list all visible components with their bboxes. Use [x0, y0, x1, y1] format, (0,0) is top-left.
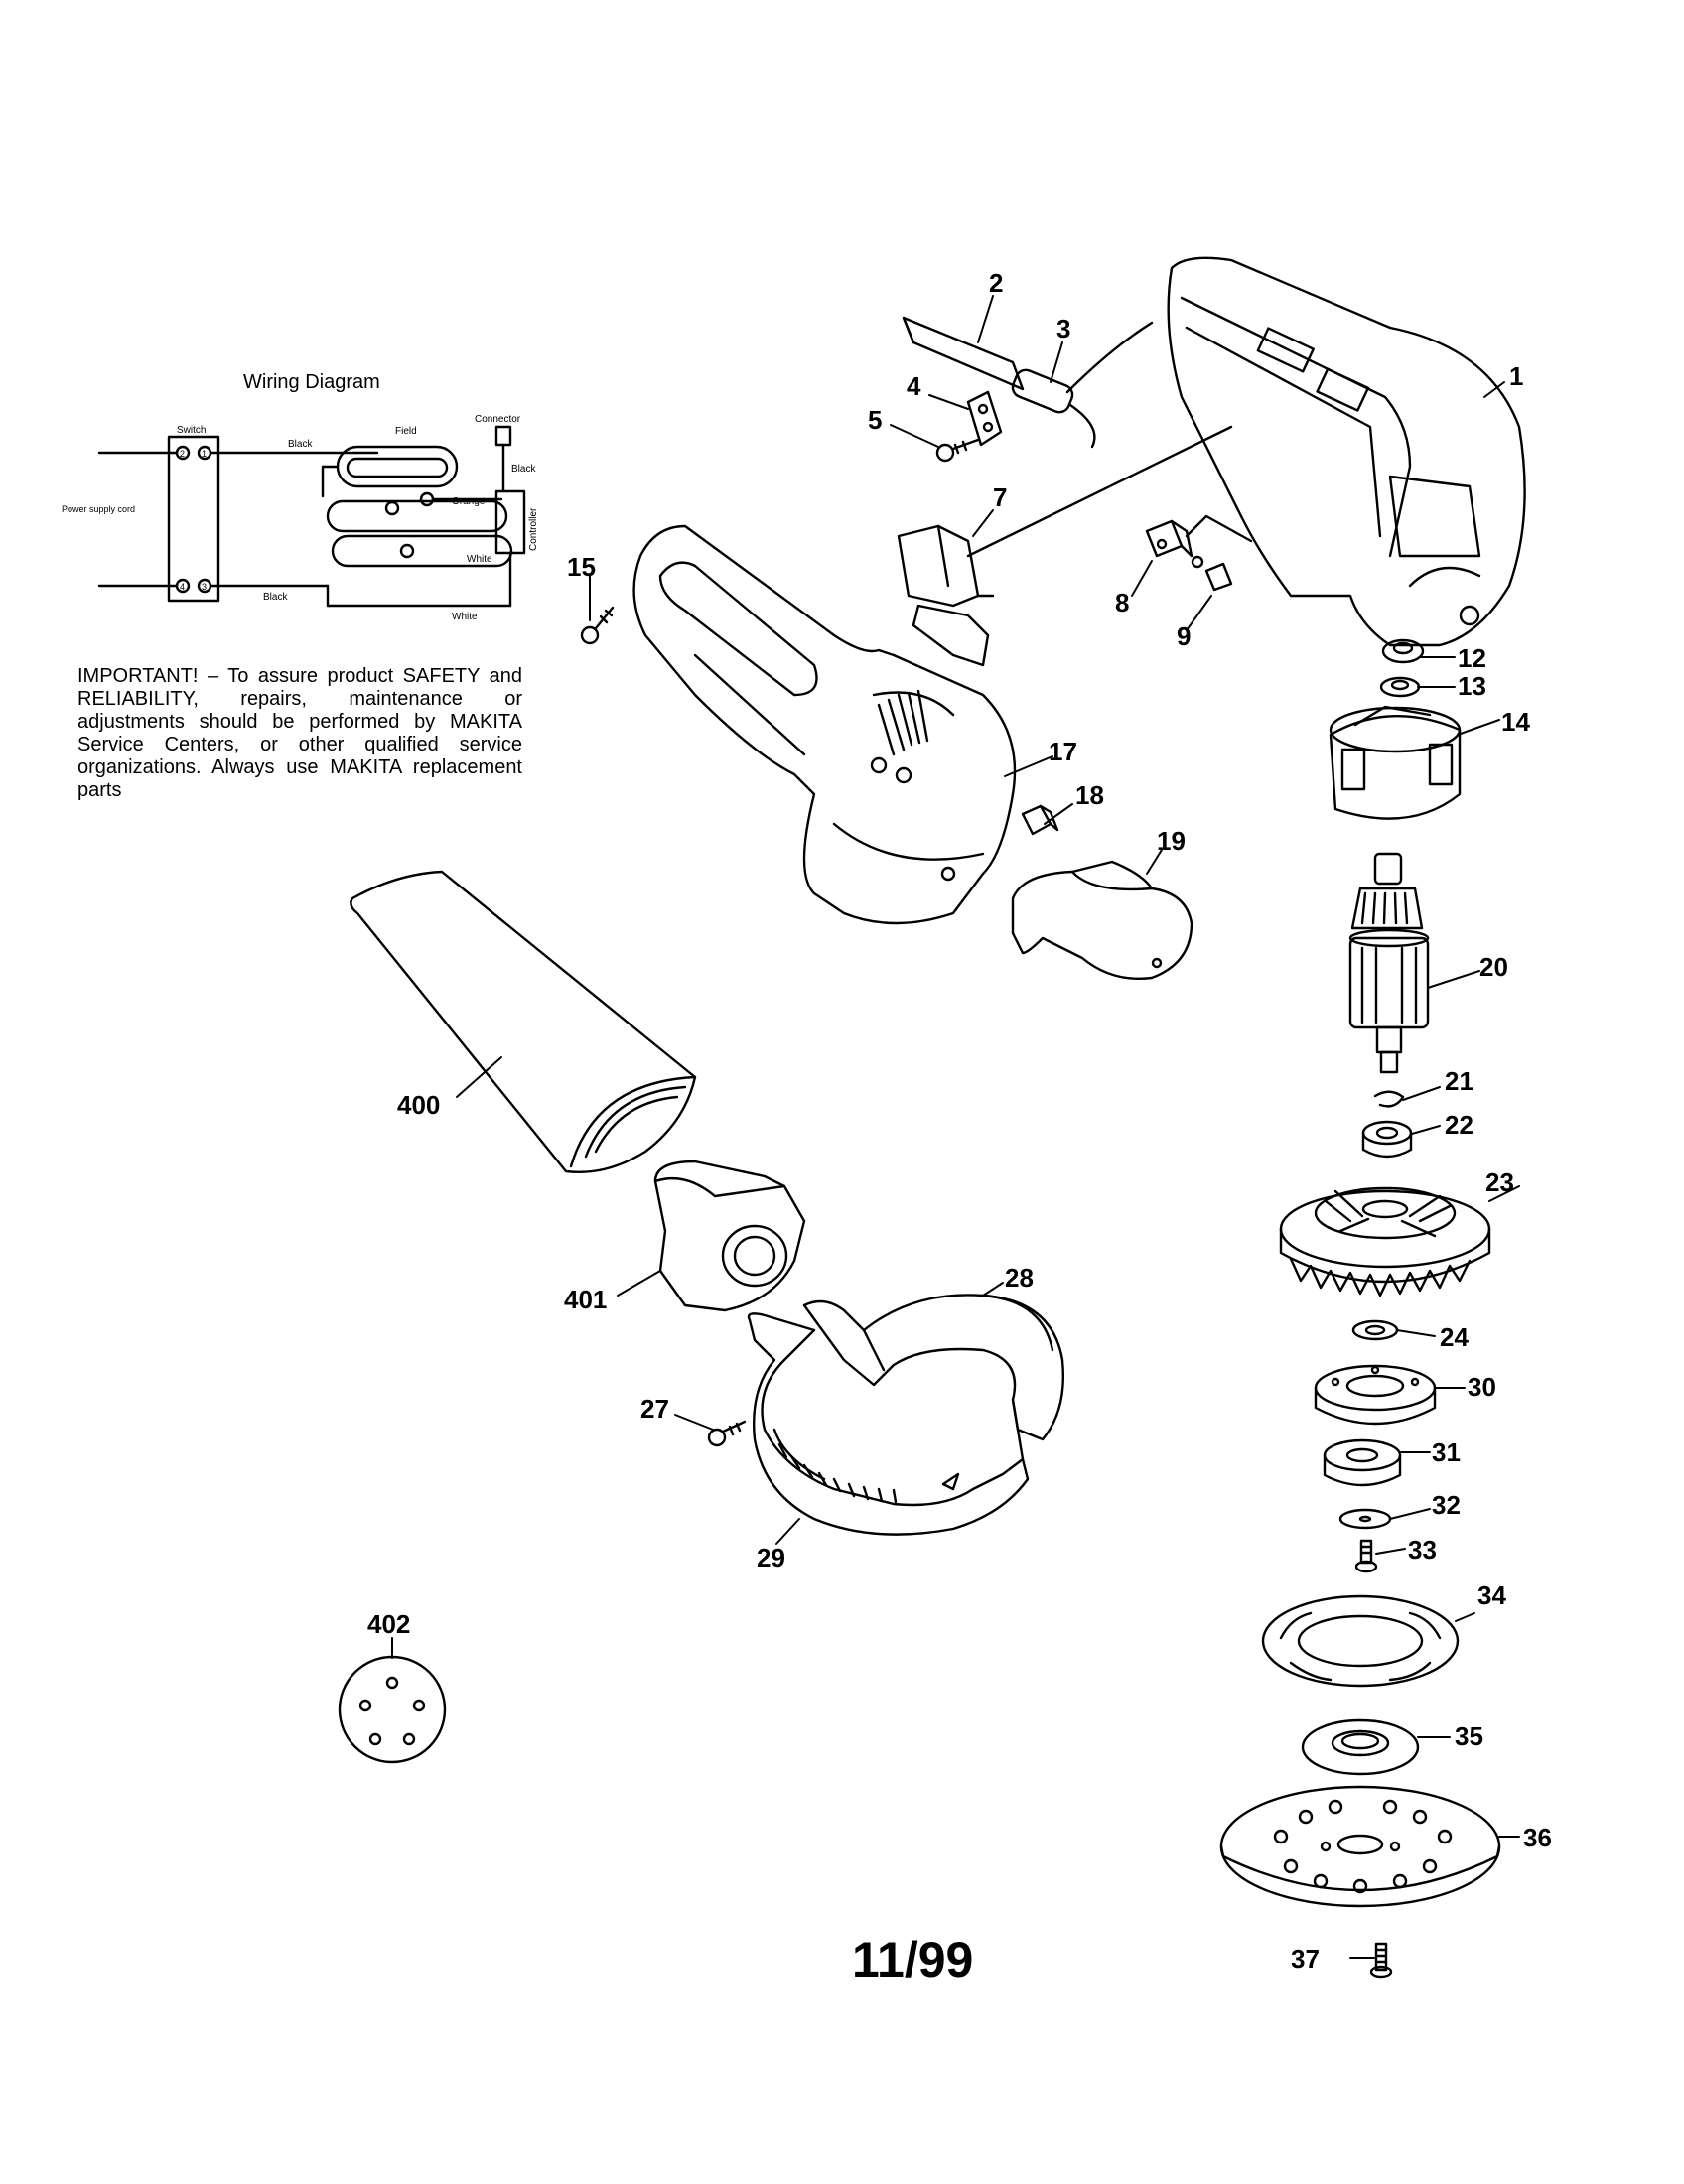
label-part-1: 1: [1509, 361, 1523, 391]
label-part-14: 14: [1501, 707, 1530, 737]
label-part-17: 17: [1049, 737, 1077, 766]
connector-symbol: [494, 425, 512, 447]
wire-orange-label: Orange: [452, 496, 486, 507]
wire-black-top-label: Black: [288, 439, 313, 450]
part-2-cord-guard: [902, 316, 1025, 391]
part-35-rubber-ring: [1301, 1718, 1420, 1776]
part-4-cord-clamp: [966, 390, 1003, 447]
part-32-washer: [1338, 1508, 1392, 1530]
field-winding: [326, 499, 508, 533]
label-part-7: 7: [993, 482, 1007, 512]
label-part-9: 9: [1177, 621, 1191, 651]
label-part-35: 35: [1455, 1721, 1483, 1751]
terminal-2-label: 2: [180, 449, 185, 459]
part-402-abrasive-disc: [338, 1655, 447, 1764]
part-13-insulation-washer: [1379, 676, 1421, 698]
label-part-29: 29: [757, 1543, 785, 1572]
power-supply-cord-label: Power supply cord: [62, 504, 135, 514]
label-part-19: 19: [1157, 826, 1186, 856]
wire-black-bottom-label: Black: [263, 592, 288, 603]
label-part-36: 36: [1523, 1823, 1552, 1852]
part-20-armature: [1348, 852, 1430, 1074]
part-15-screw: [580, 606, 615, 645]
part-28-dust-cover: [802, 1294, 1064, 1441]
safety-notice: IMPORTANT! – To assure product SAFETY an…: [77, 665, 522, 801]
controller-label: Controller: [528, 507, 539, 551]
label-part-18: 18: [1075, 780, 1104, 810]
part-21-retaining-ring: [1373, 1090, 1405, 1108]
label-part-37: 37: [1291, 1944, 1320, 1974]
label-part-8: 8: [1115, 588, 1129, 617]
part-23-fan: [1279, 1186, 1491, 1297]
label-part-24: 24: [1440, 1322, 1469, 1352]
label-part-28: 28: [1005, 1263, 1034, 1293]
part-1-motor-housing: [1167, 256, 1526, 647]
label-part-2: 2: [989, 268, 1003, 298]
part-37-screw: [1369, 1942, 1393, 1979]
label-part-30: 30: [1468, 1372, 1496, 1402]
part-19-rear-cover: [1011, 860, 1193, 980]
wiring-diagram: [97, 425, 526, 608]
part-12-bearing: [1381, 638, 1425, 664]
label-part-400: 400: [397, 1090, 440, 1120]
label-part-34: 34: [1477, 1580, 1506, 1610]
label-part-13: 13: [1458, 671, 1486, 701]
label-part-31: 31: [1432, 1437, 1461, 1467]
field-label: Field: [395, 426, 417, 437]
part-18-stopper: [1021, 804, 1059, 836]
part-400-dust-bag: [350, 870, 697, 1173]
part-401-dust-nozzle: [653, 1160, 806, 1312]
part-30-bearing-box: [1314, 1364, 1437, 1426]
terminal-1-label: 1: [202, 449, 207, 459]
label-part-33: 33: [1408, 1535, 1437, 1565]
part-number-labels: 1 2 3 4 5 7 8 9 12 13 14 15 17 18 19 20 …: [367, 268, 1552, 1974]
wire-white-bottom-label: White: [452, 612, 478, 622]
part-22-bearing: [1361, 1120, 1413, 1159]
terminal-3-label: 3: [202, 582, 207, 592]
label-part-32: 32: [1432, 1490, 1461, 1520]
part-5-screw: [935, 438, 980, 463]
leader-lines: [391, 295, 1520, 1959]
label-part-4: 4: [907, 371, 921, 401]
label-part-3: 3: [1056, 314, 1070, 343]
part-9-carbon-brush: [1191, 555, 1233, 592]
date-code: 11/99: [852, 1932, 974, 1987]
part-17-housing: [632, 524, 1017, 925]
label-part-15: 15: [567, 552, 596, 582]
part-36-sanding-pad: [1219, 1785, 1501, 1908]
wire-white-inner-label: White: [467, 554, 492, 565]
wire-black-right-label: Black: [511, 464, 536, 475]
part-8-brush-holder: [1145, 514, 1253, 558]
label-part-22: 22: [1445, 1110, 1474, 1140]
part-24-washer: [1351, 1319, 1399, 1341]
part-14-field: [1329, 705, 1462, 820]
part-7-switch: [897, 425, 1233, 667]
part-31-bearing: [1323, 1438, 1402, 1487]
connector-label: Connector: [475, 414, 521, 425]
part-29-dust-nozzle-ring: [747, 1312, 1030, 1536]
part-3-power-cord: [1011, 321, 1154, 449]
label-part-27: 27: [640, 1394, 669, 1424]
switch-box: [167, 435, 220, 603]
switch-label: Switch: [177, 425, 206, 436]
label-part-402: 402: [367, 1609, 410, 1639]
label-part-23: 23: [1485, 1167, 1514, 1197]
label-part-401: 401: [564, 1285, 607, 1314]
part-34-pad-cover: [1261, 1594, 1460, 1688]
wiring-labels: Wiring Diagram Switch Field Connector Bl…: [62, 371, 539, 622]
label-part-21: 21: [1445, 1066, 1474, 1096]
wiring-diagram-title: Wiring Diagram: [243, 371, 380, 393]
terminal-4-label: 4: [180, 582, 185, 592]
label-part-12: 12: [1458, 643, 1486, 673]
label-part-20: 20: [1479, 952, 1508, 982]
part-33-bolt: [1354, 1539, 1378, 1573]
part-27-screw: [707, 1420, 747, 1447]
label-part-5: 5: [868, 405, 882, 435]
